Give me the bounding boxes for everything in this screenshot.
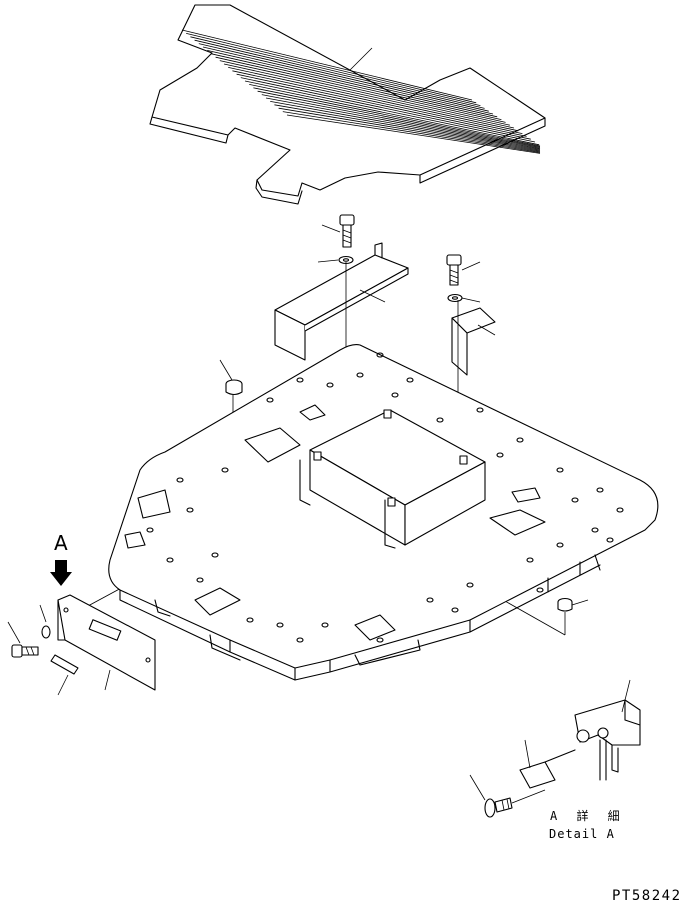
washer-side: [39, 604, 51, 639]
bolt-left: [321, 214, 355, 248]
detail-a: A 詳 細 Detail A: [469, 679, 641, 841]
washer-left: [317, 255, 354, 265]
bolt-side: [7, 621, 39, 658]
cover-bracket-right: [451, 307, 496, 376]
floor-frame: [108, 344, 659, 681]
plug-right: [557, 597, 589, 612]
bolt-right: [446, 254, 481, 286]
view-a-label: A: [54, 531, 68, 555]
cover-bracket-left: [274, 242, 409, 361]
floor-mat: [149, 4, 546, 205]
view-a-marker: A: [50, 531, 72, 586]
drawing-code: PT58242: [612, 888, 682, 904]
arrow-down-icon: [50, 560, 72, 586]
detail-caption-jp: A 詳 細: [550, 808, 626, 823]
spacer-rod: [50, 654, 79, 696]
side-plate: [57, 594, 156, 691]
plug-top: [219, 359, 243, 396]
detail-caption-en: Detail A: [549, 827, 615, 841]
washer-right: [447, 293, 481, 303]
